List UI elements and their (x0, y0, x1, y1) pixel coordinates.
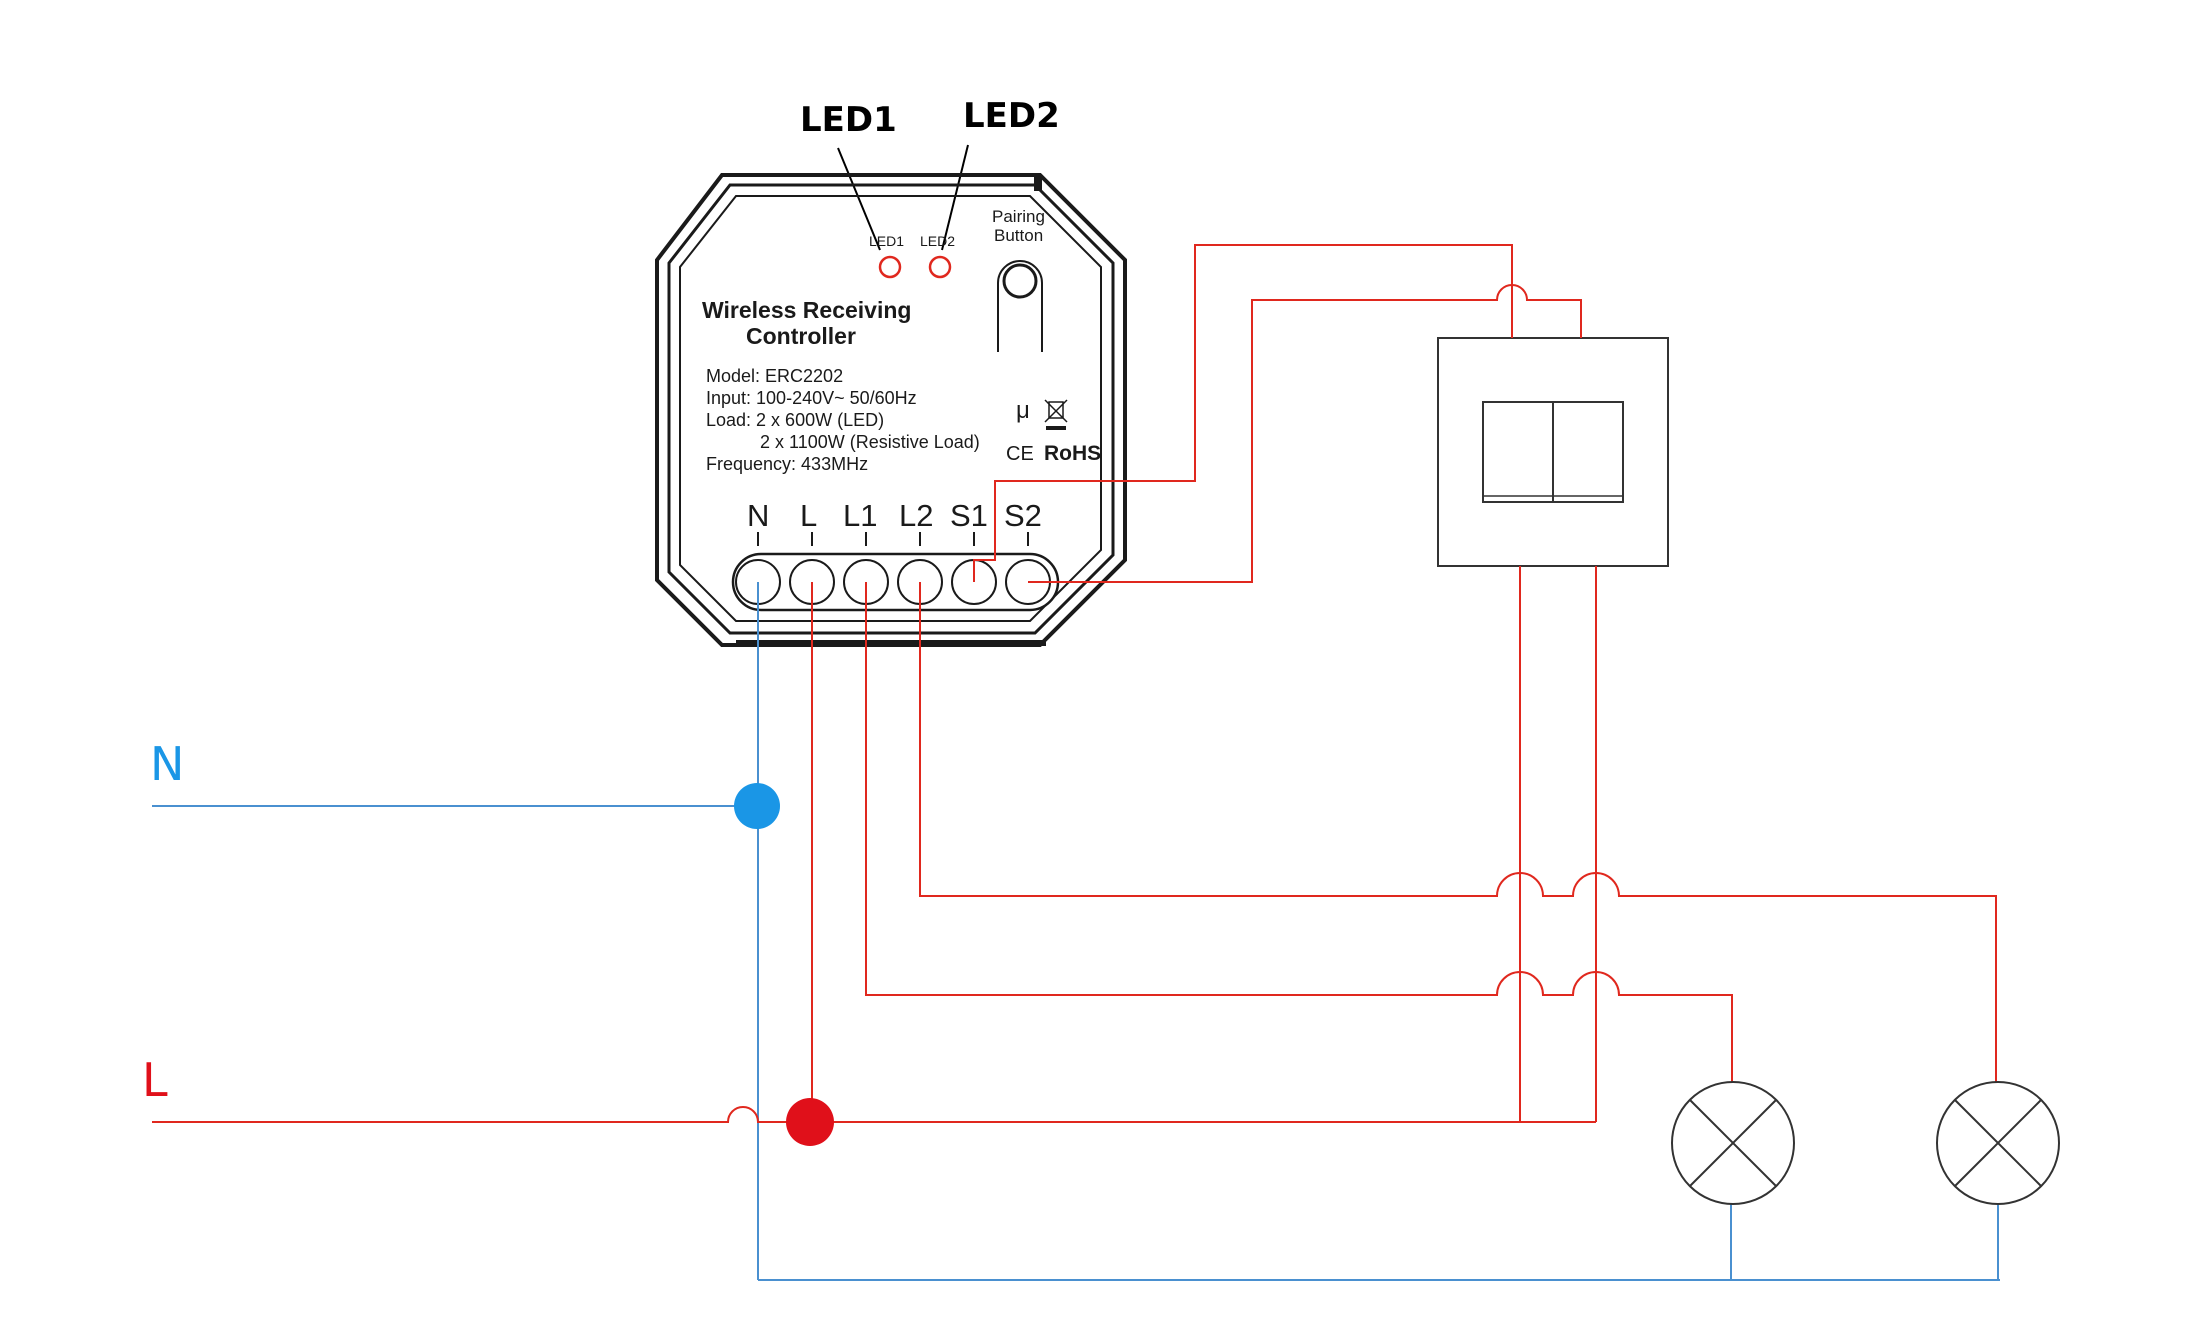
spec-input: Input: 100-240V~ 50/60Hz (706, 388, 917, 408)
terminal-label-n: N (747, 498, 769, 533)
terminal-label-l2: L2 (899, 498, 933, 533)
neutral-junction-node (734, 783, 780, 829)
callout-led1-pointer (837, 147, 881, 251)
spec-load-resistive: 2 x 1100W (Resistive Load) (760, 432, 980, 452)
terminal-label-l1: L1 (843, 498, 877, 533)
supply-label-live: L (142, 1053, 168, 1107)
pairing-button-slot (997, 260, 1043, 352)
callout-led1: LED1 (800, 100, 897, 140)
led2-indicator (928, 255, 952, 279)
terminal-label-s1: S1 (950, 498, 988, 533)
terminal-label-l: L (800, 498, 817, 533)
spec-load: Load: 2 x 600W (LED) (706, 410, 884, 430)
led1-indicator (878, 255, 902, 279)
terminal-label-s2: S2 (1004, 498, 1042, 533)
supply-label-neutral: N (150, 737, 184, 791)
rohs-mark: RoHS (1044, 442, 1101, 465)
lamp-1 (1671, 1081, 1795, 1205)
led2-small-label: LED2 (920, 233, 955, 249)
ce-mark: CE (1006, 443, 1034, 465)
pairing-label-line1: Pairing (992, 207, 1045, 226)
device-title-line1: Wireless Receiving (702, 297, 911, 323)
callout-led2-pointer (941, 144, 969, 251)
pairing-label-line2: Button (994, 226, 1043, 245)
neutral-wiring (152, 582, 2000, 1281)
live-junction-node (786, 1098, 834, 1146)
lamp-2 (1936, 1081, 2060, 1205)
led1-small-label: LED1 (869, 233, 904, 249)
pairing-button[interactable] (1002, 263, 1038, 299)
spec-frequency: Frequency: 433MHz (706, 454, 868, 474)
live-wiring (152, 244, 1997, 1123)
callout-led2: LED2 (963, 96, 1060, 136)
device-title-line2: Controller (746, 323, 856, 349)
spec-model: Model: ERC2202 (706, 366, 843, 386)
micro-mark: μ (1016, 397, 1030, 424)
controller-device: LED1 LED2 Pairing Button Wireless Receiv… (655, 173, 1127, 647)
wall-switch (1437, 337, 1669, 567)
weee-bin-icon (1044, 399, 1068, 430)
